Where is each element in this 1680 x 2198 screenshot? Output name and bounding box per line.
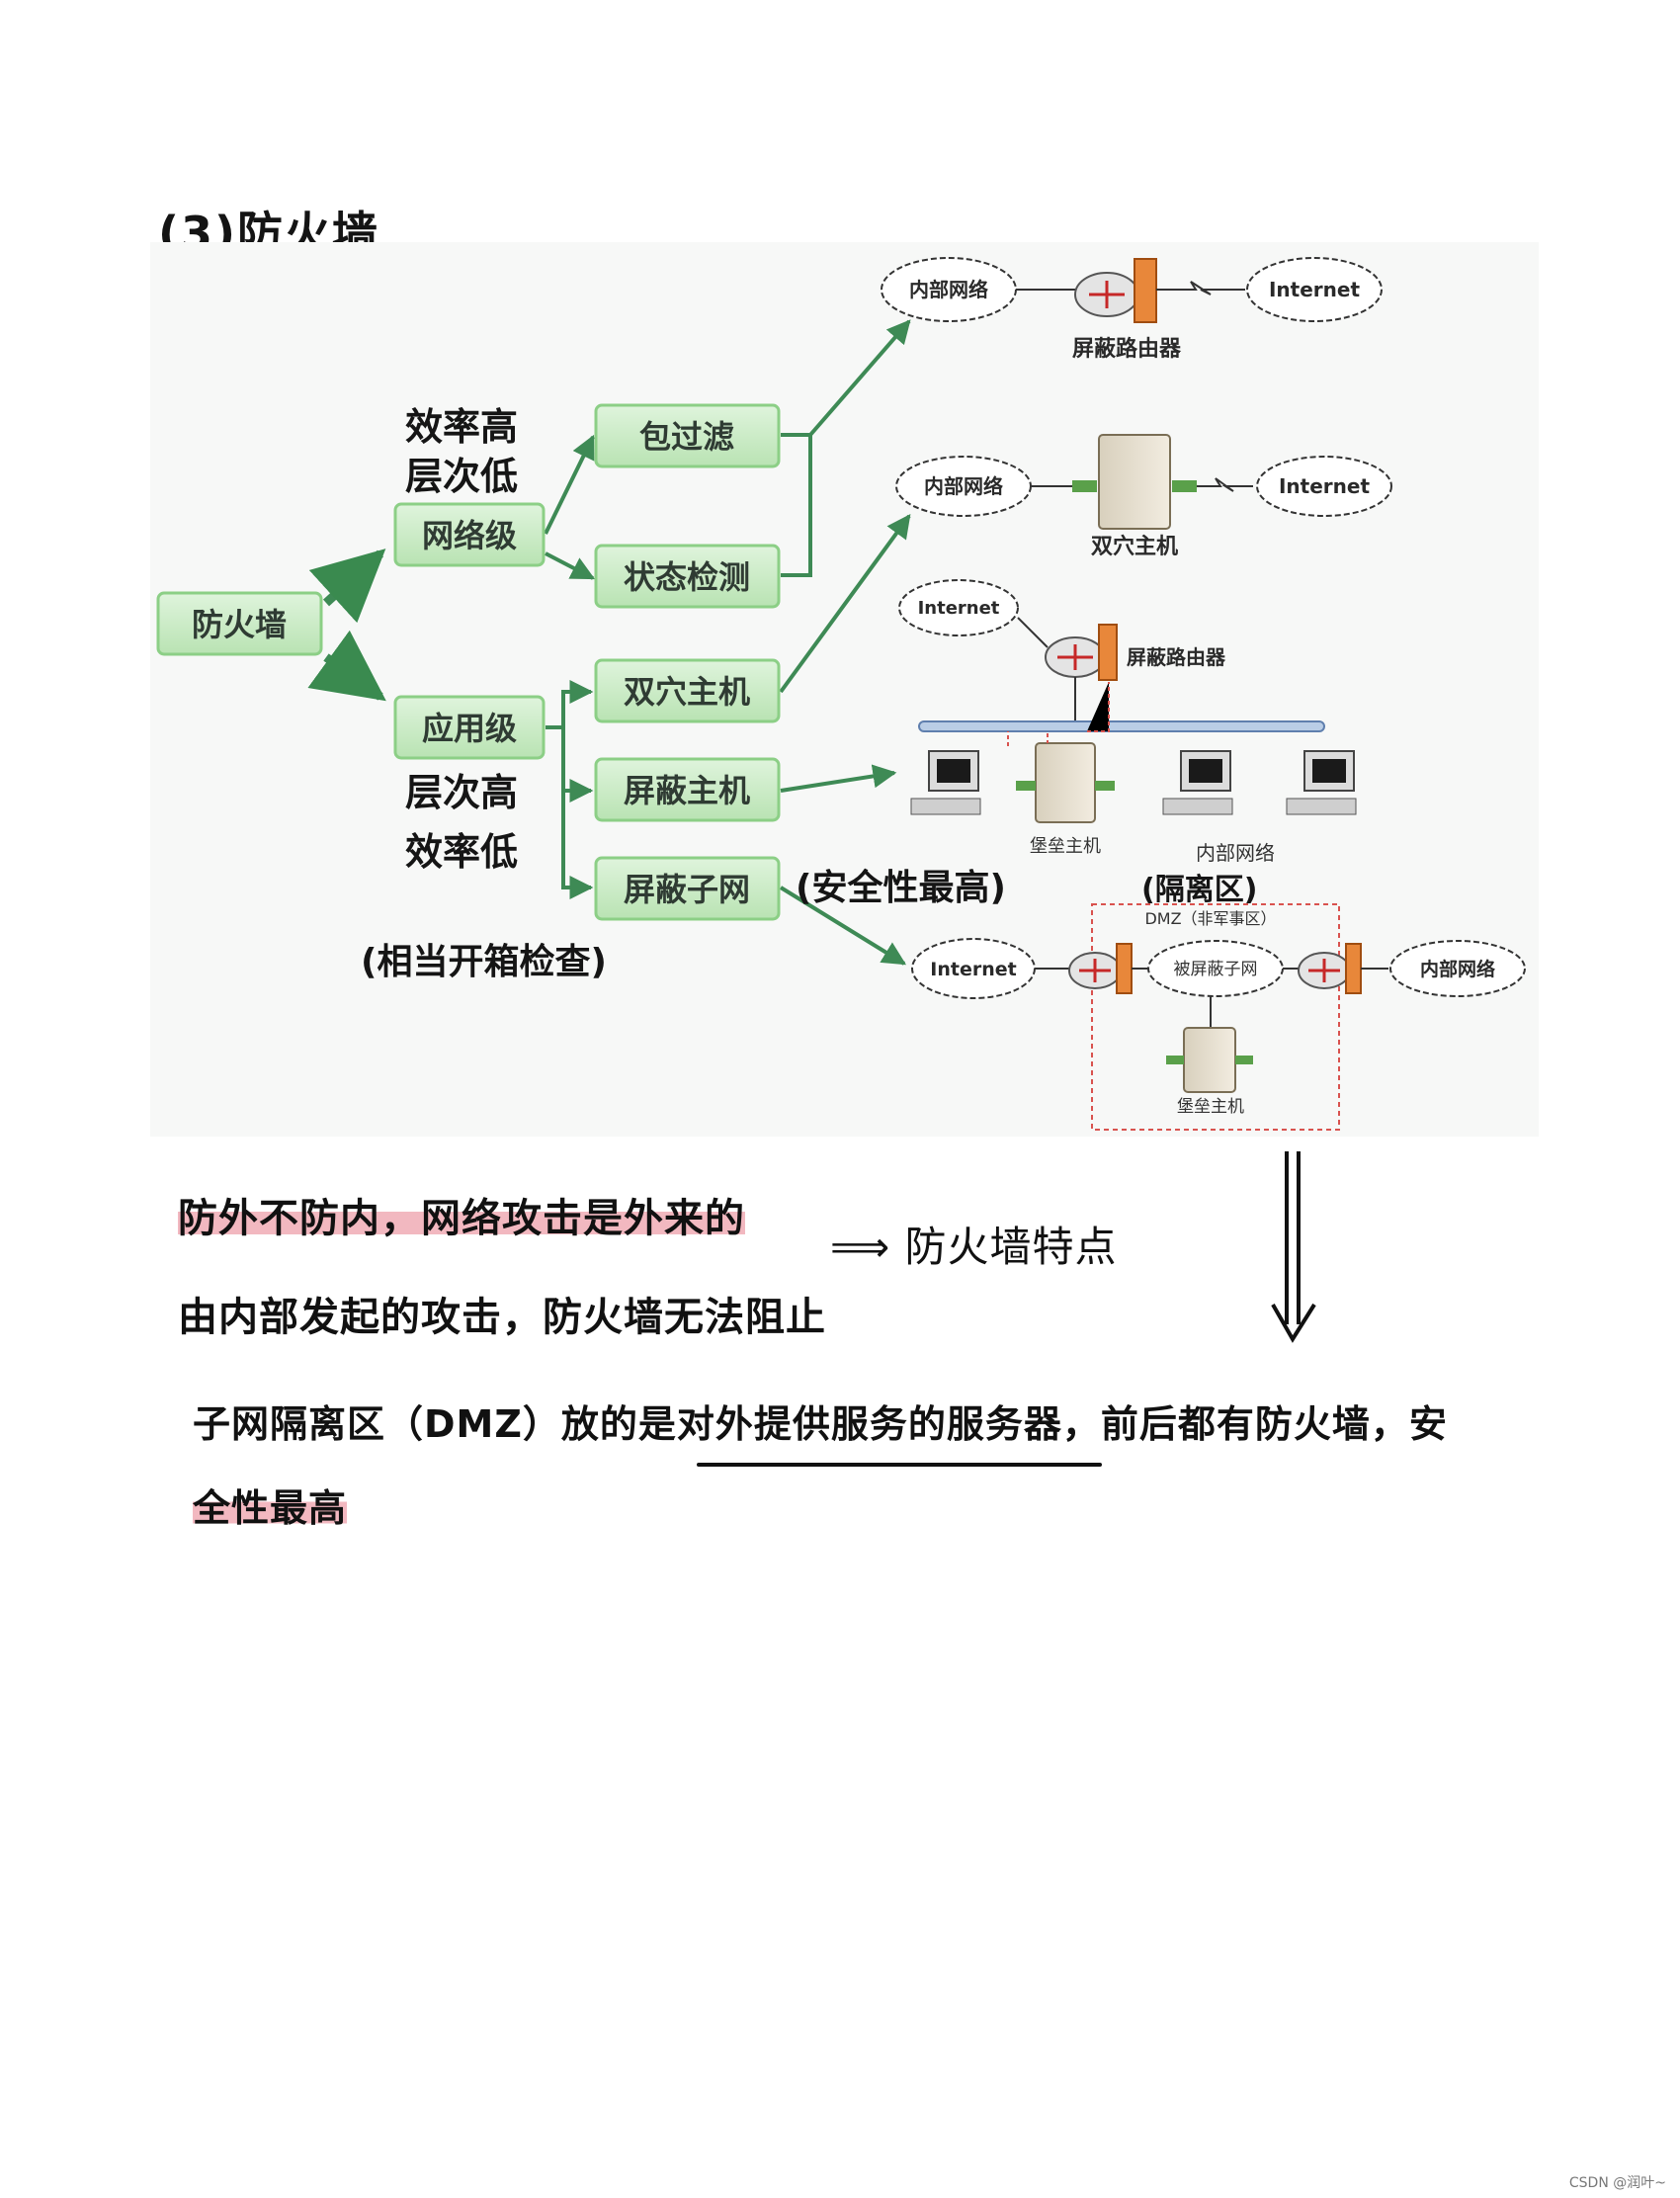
note-inside-threats-text: 由内部发起的攻击，防火墙无法阻止: [178, 1295, 826, 1340]
workstation-icon-1: [910, 750, 981, 815]
server-icon-2: [1072, 434, 1197, 530]
cloud-internal-4-label: 内部网络: [1420, 958, 1495, 980]
note-dmz-line1-text: 子网隔离区（DMZ）放的是对外提供服务的服务器，前后都有防火墙，安: [193, 1402, 1448, 1446]
dmz-boundary: [1091, 903, 1340, 1131]
arrow-to-screened-host-diagram: [780, 764, 897, 793]
annotation-efficiency-low: 效率低: [405, 830, 518, 874]
annotation-efficiency-high: 效率高: [405, 405, 518, 449]
node-root: 防火墙: [156, 591, 323, 656]
dmz-label: DMZ（非军事区）: [1144, 909, 1276, 928]
note-inside-threats: 由内部发起的攻击，防火墙无法阻止: [178, 1285, 826, 1342]
tree-connectors: [307, 319, 911, 966]
annotation-level-high: 层次高: [405, 771, 518, 814]
annotation-proxy-note: (相当开箱检查): [361, 942, 607, 982]
cloud-internet-1: Internet: [1246, 257, 1383, 322]
note-dmz-line2-text: 全性最高: [193, 1486, 348, 1530]
tree-annotations: 效率高 层次低 层次高 效率低 (相当开箱检查) (安全性最高) (隔离区): [361, 405, 1257, 982]
bracket-network-children: [781, 433, 812, 577]
annotation-level-low: 层次低: [405, 455, 518, 498]
cloud-internal-4: 内部网络: [1389, 940, 1526, 997]
cloud-internet-3-label: Internet: [918, 598, 1000, 619]
arrow-to-app-level: [307, 630, 386, 702]
node-app-level: 应用级: [393, 695, 546, 760]
workstation-icon-2: [1162, 750, 1233, 815]
cloud-internet-4-label: Internet: [930, 959, 1016, 980]
firewall-diagram: 防火墙 网络级 应用级 包过滤 状态检测 双穴主机 屏蔽主机 屏蔽子网: [156, 257, 1526, 1131]
diagram-dual-homed-host: 内部网络 双穴主机 Internet: [895, 434, 1392, 559]
router-icon-3: [1045, 624, 1118, 681]
lan-bus: [918, 720, 1325, 732]
cloud-internal-2-label: 内部网络: [924, 474, 1003, 498]
screening-router-label-3: 屏蔽路由器: [1127, 645, 1226, 669]
node-packet-filter-label: 包过滤: [639, 418, 734, 456]
node-dual-homed-host: 双穴主机: [594, 658, 781, 723]
underline-mark: [697, 1463, 1102, 1467]
watermark: CSDN @润叶~: [1568, 2175, 1666, 2191]
bastion-server-icon: [1016, 742, 1115, 823]
node-screened-host-label: 屏蔽主机: [624, 772, 750, 809]
cloud-screened-subnet: 被屏蔽子网: [1147, 940, 1284, 997]
dual-homed-host-label: 双穴主机: [1091, 534, 1178, 559]
firewall-icon-1: [1134, 258, 1157, 323]
node-network-level-label: 网络级: [422, 517, 517, 554]
annotation-dmz-note: (隔离区): [1141, 873, 1257, 907]
node-screened-subnet-label: 屏蔽子网: [624, 871, 750, 908]
cloud-internal-1: 内部网络: [881, 257, 1017, 322]
note-outside-threats: 防外不防内，网络攻击是外来的: [178, 1186, 745, 1243]
arrow-to-stateful: [545, 551, 596, 580]
note-dmz-line2: 全性最高: [193, 1478, 348, 1532]
screening-router-label-1: 屏蔽路由器: [1072, 336, 1182, 362]
diagram-screening-router: 内部网络 屏蔽路由器 Internet: [881, 257, 1383, 362]
router-icon-4b: [1298, 943, 1362, 994]
bastion-host-label-3: 堡垒主机: [1030, 836, 1101, 857]
note-dmz-line1: 子网隔离区（DMZ）放的是对外提供服务的服务器，前后都有防火墙，安: [193, 1394, 1448, 1448]
note-outside-threats-text: 防外不防内，网络攻击是外来的: [178, 1196, 745, 1241]
cloud-internet-2: Internet: [1256, 456, 1392, 517]
firewall-icon-3: [1098, 624, 1118, 681]
down-arrow-icon: [1271, 1151, 1316, 1343]
node-stateful-inspection-label: 状态检测: [624, 558, 750, 596]
bastion-host-label-4: 堡垒主机: [1177, 1097, 1244, 1117]
node-app-level-label: 应用级: [422, 710, 517, 747]
tree-nodes: 防火墙 网络级 应用级 包过滤 状态检测 双穴主机 屏蔽主机 屏蔽子网: [156, 403, 781, 921]
node-network-level: 网络级: [393, 502, 546, 567]
cloud-internal-1-label: 内部网络: [909, 278, 988, 301]
diagram-screened-host: Internet 屏蔽路由器 堡垒主机: [898, 579, 1357, 865]
arrow-to-screened-subnet: [561, 791, 594, 899]
node-root-label: 防火墙: [192, 606, 287, 643]
cloud-internet-2-label: Internet: [1279, 474, 1370, 498]
node-stateful-inspection: 状态检测: [594, 544, 781, 609]
router-icon-4a: [1068, 943, 1133, 994]
node-screened-subnet: 屏蔽子网: [594, 856, 781, 921]
workstation-icon-3: [1286, 750, 1357, 815]
internal-network-label-3: 内部网络: [1196, 841, 1275, 865]
note-firewall-features: ⟹ 防火墙特点: [830, 1223, 1118, 1271]
node-screened-host: 屏蔽主机: [594, 757, 781, 822]
screened-subnet-label: 被屏蔽子网: [1174, 960, 1258, 979]
cloud-internal-2: 内部网络: [895, 456, 1032, 517]
node-dual-homed-host-label: 双穴主机: [624, 673, 750, 711]
arrow-to-dmz-diagram: [779, 886, 907, 966]
arrow-to-network-level: [308, 549, 386, 624]
node-packet-filter: 包过滤: [594, 403, 781, 468]
arrow-to-screened-host: [561, 727, 594, 803]
cloud-internet-1-label: Internet: [1269, 278, 1360, 301]
diagram-screened-subnet: DMZ（非军事区） Internet 被屏蔽子网 内部网络: [911, 903, 1526, 1131]
cloud-internet-3: Internet: [898, 579, 1019, 636]
bastion-server-icon-4: [1166, 1027, 1253, 1093]
annotation-subnet-note: (安全性最高): [796, 867, 1006, 908]
arrow-to-dual-host: [546, 680, 594, 729]
router-icon-1: [1074, 258, 1157, 323]
cloud-internet-4: Internet: [911, 938, 1036, 999]
arrow-to-router-diagram: [808, 319, 911, 437]
arrow-to-dual-diagram: [779, 514, 911, 694]
arrow-to-packet-filter: [544, 434, 595, 535]
